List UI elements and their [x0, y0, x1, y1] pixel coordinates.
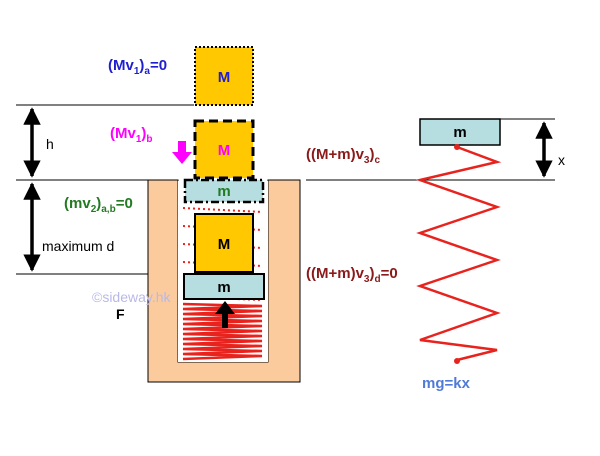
dimension-arrows [23, 107, 553, 272]
block-M-position-b [193, 119, 255, 180]
spring-top-dot [454, 144, 460, 150]
height-label: h [46, 136, 54, 152]
block-M-b-label: M [218, 142, 231, 159]
block-M-position-d [194, 213, 254, 273]
watermark: ©sideway.hk [92, 289, 172, 305]
equilibrium-label: mg=kx [422, 375, 471, 392]
hanging-block-m-label: m [453, 124, 466, 141]
velocity-arrow [172, 141, 192, 164]
momentum-b-label: (Mv1)b [110, 125, 153, 145]
block-M-d-label: M [218, 236, 231, 253]
block-M-position-a [194, 46, 254, 106]
block-M-a-label: M [218, 69, 231, 86]
momentum-ab-label: (mv2)a,b=0 [64, 195, 133, 215]
max-depth-label: maximum d [42, 238, 114, 254]
block-m-ab-label: m [217, 183, 230, 200]
spring-bottom-dot [454, 358, 460, 364]
block-m-position-ab [183, 178, 265, 204]
hanging-block-m [419, 118, 501, 146]
momentum-a-label: (Mv1)a=0 [108, 57, 167, 77]
extension-label: x [558, 152, 565, 168]
block-m-position-d [183, 273, 265, 300]
hanging-spring [415, 145, 502, 362]
force-label: F [116, 306, 125, 322]
compressed-spring [182, 302, 263, 361]
block-m-d-label: m [217, 279, 230, 296]
momentum-c-label: ((M+m)v3)c [306, 146, 380, 166]
spring-force-arrow [215, 301, 235, 328]
momentum-d-label: ((M+m)v3)d=0 [306, 265, 398, 285]
